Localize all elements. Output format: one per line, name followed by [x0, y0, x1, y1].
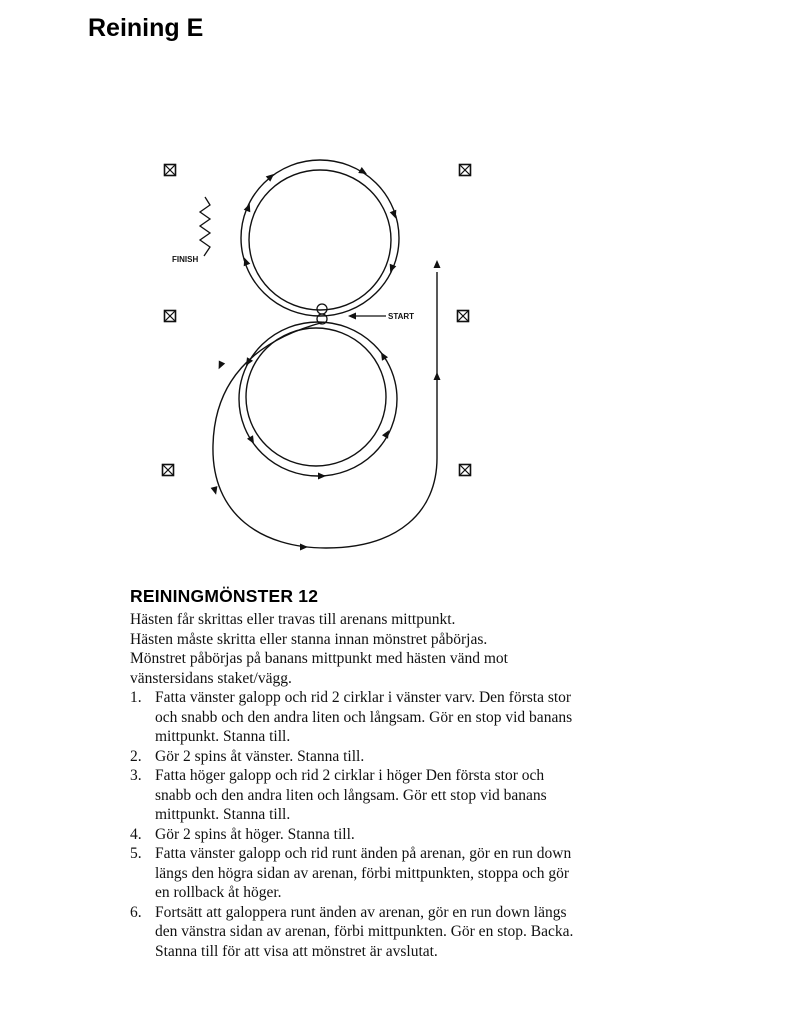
finish-label: FINISH [172, 255, 198, 264]
bottom-circles-path [238, 321, 398, 477]
step-number: 6. [130, 903, 142, 921]
arena-marker-icon [163, 163, 177, 177]
start-indicator: START [348, 312, 414, 321]
step-number: 2. [130, 747, 142, 765]
arena-marker-icon [458, 463, 472, 477]
start-label: START [388, 312, 414, 321]
step-text: Fatta vänster galopp och rid 2 cirklar i… [155, 689, 573, 745]
step-number: 3. [130, 767, 142, 784]
intro-line: Hästen får skrittas eller travas till ar… [130, 611, 456, 628]
page-title: Reining E [88, 14, 204, 42]
arena-marker-icon [458, 163, 472, 177]
step-number: 5. [130, 845, 142, 862]
intro-line: Mönstret påbörjas på banans mittpunkt me… [130, 650, 508, 687]
pattern-intro: Hästen får skrittas eller travas till ar… [130, 610, 580, 688]
pattern-step: 6. Fortsätt att galoppera runt änden av … [130, 903, 580, 942]
direction-arrow-icons [210, 166, 441, 551]
step-text: Fatta vänster galopp och rid runt änden … [155, 845, 572, 901]
pattern-step: 1. Fatta vänster galopp och rid 2 cirkla… [130, 688, 580, 747]
top-circles-path [240, 159, 400, 317]
pattern-heading: REININGMÖNSTER 12 [130, 586, 319, 606]
spin-symbol-icon [316, 303, 328, 325]
rundown-loop-path [212, 272, 438, 549]
step-text: Gör 2 spins åt höger. Stanna till. [155, 825, 355, 843]
reining-pattern-diagram: FINISH START [161, 159, 472, 551]
backup-zigzag-icon [198, 196, 212, 257]
step-number: 4. [130, 825, 142, 843]
step-text: Fatta höger galopp och rid 2 cirklar i h… [155, 767, 547, 823]
pattern-step: 4. Gör 2 spins åt höger. Stanna till. [130, 825, 580, 845]
arena-marker-icon [163, 309, 177, 323]
arena-marker-icon [161, 463, 175, 477]
step-number: 1. [130, 689, 142, 706]
intro-line: Hästen måste skritta eller stanna innan … [130, 630, 488, 648]
pattern-description: REININGMÖNSTER 12 Hästen får skrittas el… [130, 586, 580, 961]
pattern-step: 5. Fatta vänster galopp och rid runt änd… [130, 844, 580, 903]
pattern-step: 3. Fatta höger galopp och rid 2 cirklar … [130, 766, 580, 825]
step-text: Fortsätt att galoppera runt änden av are… [155, 903, 574, 941]
pattern-step: 2. Gör 2 spins åt vänster. Stanna till. [130, 747, 580, 767]
step-text: Gör 2 spins åt vänster. Stanna till. [155, 747, 365, 765]
arena-marker-icon [456, 309, 470, 323]
pattern-steps: 1. Fatta vänster galopp och rid 2 cirkla… [130, 688, 580, 942]
start-arrow-icon [348, 312, 356, 320]
pattern-closing: Stanna till för att visa att mönstret är… [155, 942, 438, 960]
